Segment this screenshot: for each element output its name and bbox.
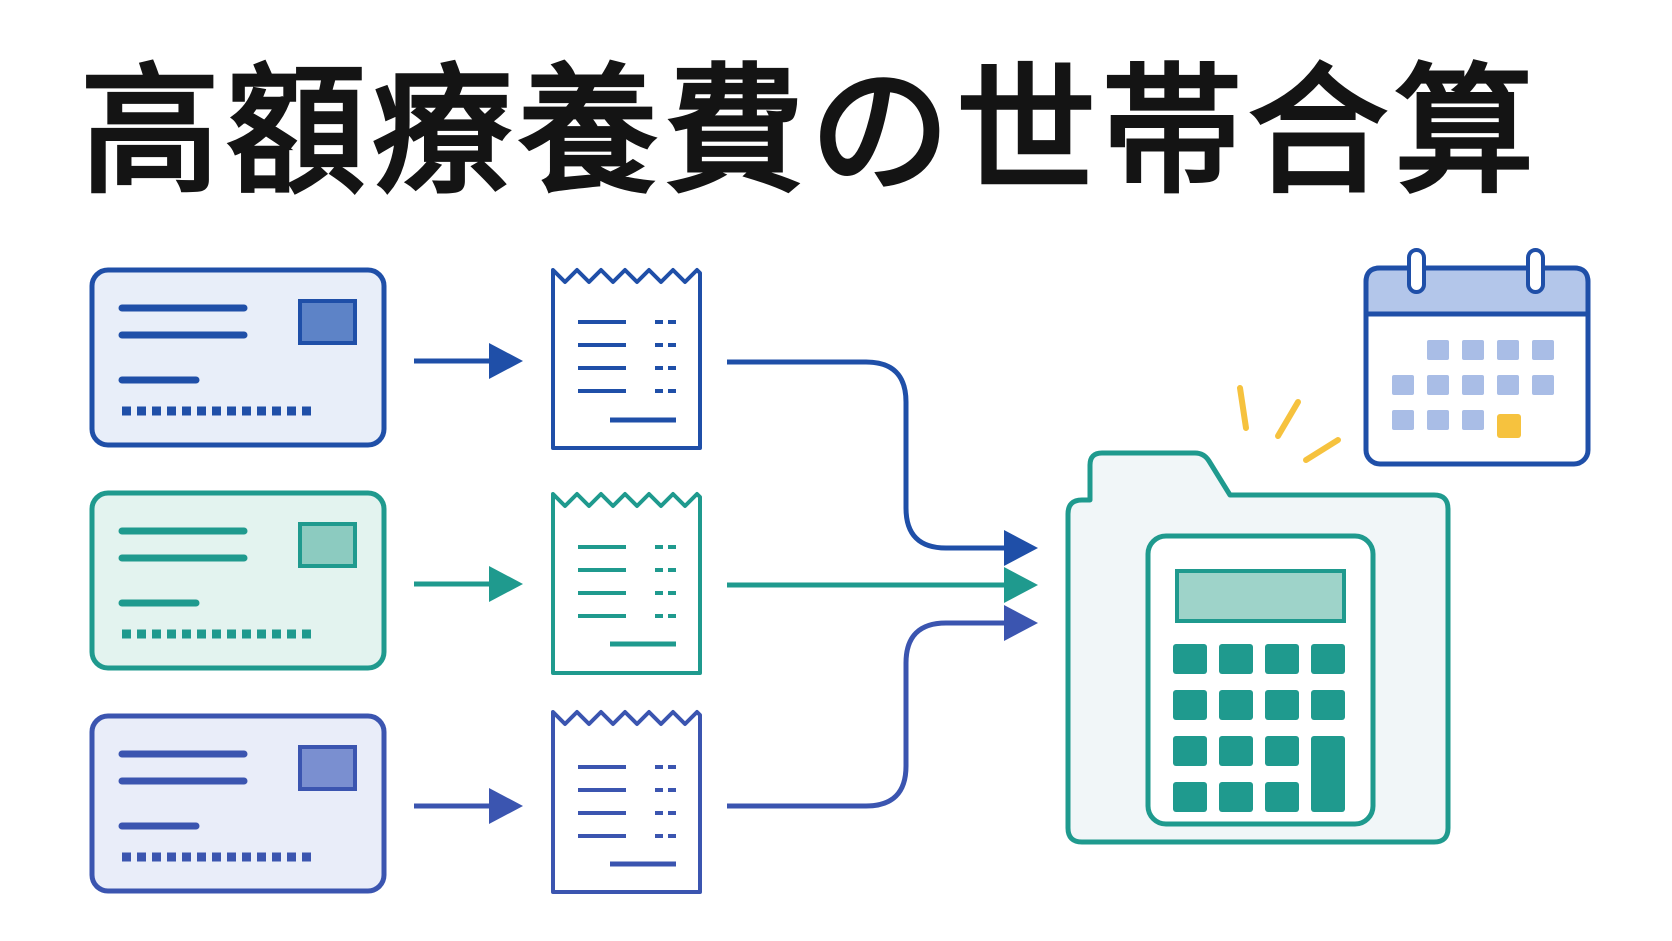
arrow-right-icon — [414, 788, 523, 824]
row-3 — [89, 605, 1038, 894]
receipt-icon — [551, 710, 702, 894]
calendar-icon — [1363, 248, 1591, 467]
receipt-icon — [551, 268, 702, 450]
insurance-card-icon — [89, 713, 387, 894]
calendar-highlight-day — [1497, 414, 1521, 438]
page-title: 高額療養費の世帯合算 — [80, 51, 1541, 214]
insurance-card-icon — [89, 267, 387, 448]
arrow-right-icon — [414, 566, 523, 602]
calculator-icon — [1145, 533, 1376, 827]
row-1 — [89, 267, 1038, 566]
insurance-card-icon — [89, 490, 387, 671]
connector-path — [727, 567, 1038, 603]
connector-path — [727, 359, 1038, 566]
row-2 — [89, 490, 1038, 675]
connector-path — [727, 605, 1038, 809]
arrow-right-icon — [414, 343, 523, 379]
receipt-icon — [551, 492, 702, 675]
sparkle-icon — [1237, 385, 1341, 463]
